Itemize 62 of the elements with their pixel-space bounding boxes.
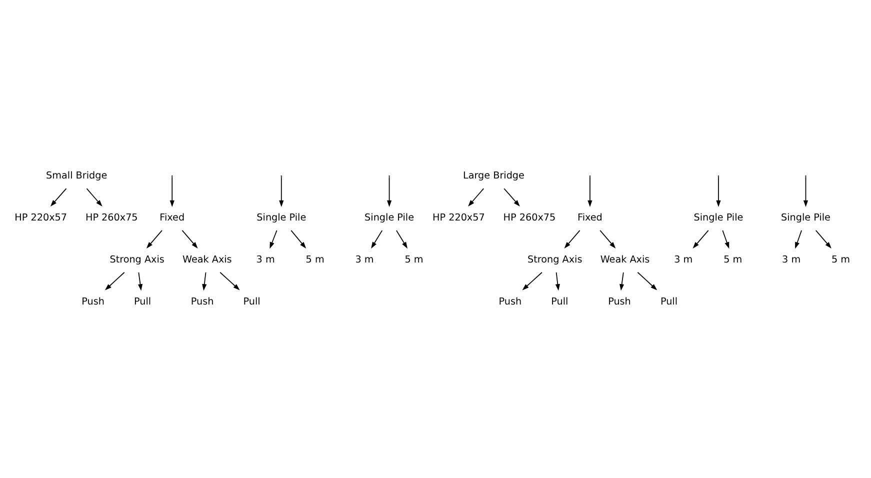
node-text: HP 260x75 (85, 212, 138, 224)
arrow (600, 230, 616, 248)
node-text: Weak Axis (182, 254, 232, 266)
arrow (722, 230, 730, 249)
node-text: 5 m (404, 254, 424, 266)
node-text: Small Bridge (46, 170, 108, 182)
node-text: Weak Axis (600, 254, 650, 266)
node-text: 3 m (355, 254, 374, 266)
arrow (371, 230, 383, 249)
arrow (468, 188, 484, 207)
node-text: HP 260x75 (503, 212, 556, 224)
node-text: 5 m (724, 254, 742, 266)
arrow (522, 272, 542, 290)
arrow (564, 230, 580, 248)
arrow (692, 230, 709, 248)
arrow (50, 188, 67, 207)
node-text: Fixed (578, 212, 602, 224)
node-text: Strong Axis (528, 254, 582, 266)
arrow (270, 230, 278, 249)
node-text: HP 220x57 (14, 212, 68, 224)
arrow (620, 272, 624, 291)
arrow (290, 230, 306, 248)
arrow (588, 176, 592, 207)
node-text: Single Pile (364, 212, 414, 224)
arrow (170, 176, 174, 207)
node-text: Pull (551, 296, 568, 308)
arrow (104, 272, 125, 290)
node-text: Single Pile (781, 212, 830, 224)
arrow (795, 230, 802, 249)
node-text: Large Bridge (463, 170, 524, 182)
arrow (202, 272, 207, 291)
node-text: Single Pile (694, 212, 744, 224)
node-text: 3 m (674, 254, 693, 266)
node-text: Push (498, 296, 522, 308)
arrow (504, 188, 520, 207)
arrow (86, 188, 102, 207)
arrow (637, 272, 658, 290)
arrow (803, 176, 808, 207)
node-text: Strong Axis (110, 254, 164, 266)
node-text: HP 220x57 (432, 212, 485, 224)
arrow (138, 272, 143, 291)
node-text: 5 m (832, 254, 850, 266)
arrow (279, 176, 284, 207)
node-text: Push (608, 296, 631, 308)
node-text: Fixed (160, 212, 185, 224)
arrow (146, 230, 162, 248)
arrow (396, 230, 408, 249)
arrow (220, 272, 240, 290)
arrow (386, 176, 392, 207)
node-text: Pull (660, 296, 678, 308)
node-text: Pull (243, 296, 260, 308)
node-text: 3 m (782, 254, 801, 266)
node-text: Push (190, 296, 214, 308)
arrow (716, 176, 721, 207)
node-text: Single Pile (256, 212, 306, 224)
node-text: 3 m (256, 254, 275, 266)
node-text: 5 m (306, 254, 324, 266)
node-text: Pull (134, 296, 152, 308)
arrow (555, 272, 560, 291)
arrow (815, 230, 832, 248)
node-text: Push (82, 296, 105, 308)
arrow (182, 230, 198, 248)
